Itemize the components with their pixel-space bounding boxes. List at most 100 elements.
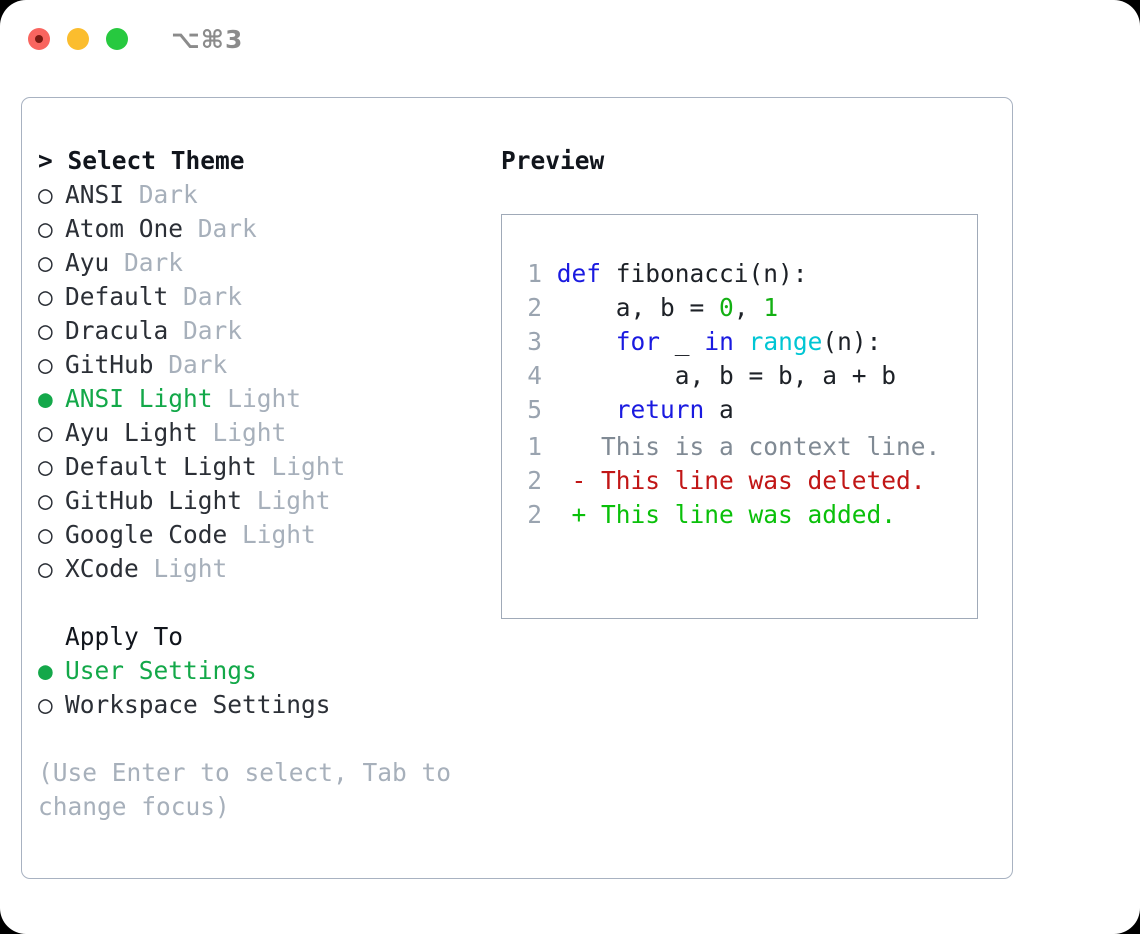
theme-option-ayu-light[interactable]: ○ Ayu Light Light <box>38 416 498 450</box>
diff-line: 2 - This line was deleted. <box>514 464 940 498</box>
code-token: fibonacci(n): <box>601 259 808 288</box>
diff-line: 1 This is a context line. <box>514 430 940 464</box>
theme-option-default[interactable]: ○Default Dark <box>38 280 498 314</box>
preview-column: Preview 1 def fibonacci(n):2 a, b = 0, 1… <box>501 144 1001 619</box>
apply-to-label: Workspace Settings <box>65 690 331 719</box>
diff-text: This line was added. <box>601 500 897 529</box>
code-token: return <box>615 395 705 424</box>
theme-option-ayu[interactable]: ○ Ayu Dark <box>38 246 498 280</box>
diff-marker: + <box>542 500 602 529</box>
theme-option-google-code[interactable]: ○Google Code Light <box>38 518 498 552</box>
code-line: 1 def fibonacci(n): <box>514 257 896 291</box>
theme-kind-label: Dark <box>168 316 243 345</box>
theme-kind-label: Dark <box>183 214 257 243</box>
theme-kind-label: Dark <box>109 248 184 277</box>
theme-name-label: Ayu <box>65 248 110 277</box>
theme-kind-label: Light <box>212 384 302 413</box>
keyboard-shortcut-label: ⌥⌘3 <box>171 24 244 54</box>
theme-option-atom-one[interactable]: ○Atom One Dark <box>38 212 498 246</box>
theme-option-github[interactable]: ○ GitHub Dark <box>38 348 498 382</box>
radio-selected-icon: ● <box>38 656 53 685</box>
apply-to-option-workspace-settings[interactable]: ○ Workspace Settings <box>38 688 498 722</box>
theme-kind-label: Dark <box>168 282 243 311</box>
select-theme-heading: > Select Theme <box>38 144 498 178</box>
gutter-gap <box>542 327 557 356</box>
theme-name-label: Dracula <box>65 316 169 345</box>
theme-kind-label: Light <box>242 486 331 515</box>
theme-option-default-light[interactable]: ○ Default Light Light <box>38 450 498 484</box>
minimize-window-button[interactable] <box>67 28 89 50</box>
code-token <box>557 395 616 424</box>
radio-unselected-icon: ○ <box>38 282 53 311</box>
theme-name-label: Google Code <box>65 520 228 549</box>
radio-unselected-icon: ○ <box>38 520 53 549</box>
diff-line-number: 2 <box>527 500 542 529</box>
theme-option-ansi[interactable]: ○ ANSI Dark <box>38 178 498 212</box>
diff-line-number: 2 <box>527 466 542 495</box>
code-line: 4 a, b = b, a + b <box>514 359 896 393</box>
theme-kind-label: Light <box>256 452 346 481</box>
apply-to-option-user-settings[interactable]: ● User Settings <box>38 654 498 688</box>
radio-unselected-icon: ○ <box>38 690 53 719</box>
diff-text: This is a context line. <box>601 432 941 461</box>
radio-unselected-icon: ○ <box>38 180 53 209</box>
theme-name-label: XCode <box>65 554 139 583</box>
radio-unselected-icon: ○ <box>38 486 53 515</box>
code-token: a, b = b, a + b <box>556 361 897 390</box>
radio-unselected-icon: ○ <box>38 316 53 345</box>
code-line: 3 for _ in range(n): <box>514 325 896 359</box>
code-token: a, b = <box>556 293 720 322</box>
gutter-gap <box>542 361 557 390</box>
apply-to-label: User Settings <box>65 656 257 685</box>
code-token <box>557 327 616 356</box>
theme-name-label: Default Light <box>65 452 257 481</box>
theme-selector-column: > Select Theme ○ANSI Dark○Atom One Dark○… <box>38 144 498 824</box>
diff-line-number: 1 <box>527 432 542 461</box>
line-number: 2 <box>527 293 542 322</box>
radio-unselected-icon: ○ <box>38 350 53 379</box>
code-token: for <box>615 327 661 356</box>
radio-unselected-icon: ○ <box>38 418 53 447</box>
theme-option-dracula[interactable]: ○ Dracula Dark <box>38 314 498 348</box>
theme-option-ansi-light[interactable]: ● ANSI Light Light <box>38 382 498 416</box>
theme-name-label: Ayu Light <box>65 418 198 447</box>
theme-option-github-light[interactable]: ○ GitHub Light Light <box>38 484 498 518</box>
code-token: _ <box>660 327 705 356</box>
theme-kind-label: Dark <box>124 180 198 209</box>
radio-unselected-icon: ○ <box>38 452 53 481</box>
select-theme-title: Select Theme <box>67 146 245 175</box>
code-line: 5 return a <box>514 393 896 427</box>
theme-name-label: GitHub Light <box>65 486 243 515</box>
theme-kind-label: Light <box>197 418 287 447</box>
code-token: range <box>748 327 823 356</box>
code-token: a <box>704 395 734 424</box>
radio-unselected-icon: ○ <box>38 248 53 277</box>
radio-selected-icon: ● <box>38 384 53 413</box>
theme-option-xcode[interactable]: ○XCode Light <box>38 552 498 586</box>
theme-kind-label: Light <box>138 554 228 583</box>
theme-name-label: ANSI <box>65 180 125 209</box>
window-controls <box>28 28 128 50</box>
panel-columns: > Select Theme ○ANSI Dark○Atom One Dark○… <box>22 98 1012 878</box>
gutter-gap <box>542 395 557 424</box>
maximize-window-button[interactable] <box>106 28 128 50</box>
close-window-button[interactable] <box>28 28 50 50</box>
theme-name-label: ANSI Light <box>65 384 213 413</box>
line-number: 1 <box>527 259 542 288</box>
theme-kind-label: Dark <box>153 350 228 379</box>
diff-text: This line was deleted. <box>601 466 926 495</box>
title-bar: ⌥⌘3 <box>0 0 1140 78</box>
code-token: def <box>556 259 602 288</box>
code-token: , <box>733 293 764 322</box>
diff-marker: - <box>542 466 602 495</box>
diff-marker <box>542 432 601 461</box>
code-token <box>734 327 749 356</box>
apply-to-heading: Apply To <box>65 622 184 651</box>
theme-name-label: GitHub <box>65 350 154 379</box>
gutter-gap <box>542 259 557 288</box>
code-line: 2 a, b = 0, 1 <box>514 291 896 325</box>
keyboard-hint-text: (Use Enter to select, Tab to change focu… <box>38 758 452 821</box>
